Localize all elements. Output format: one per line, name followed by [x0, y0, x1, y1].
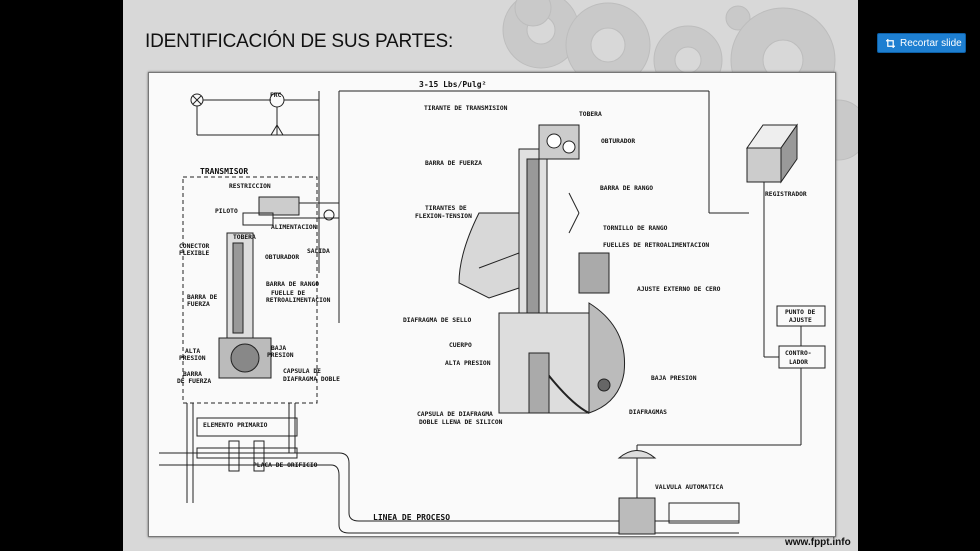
slide-title: IDENTIFICACIÓN DE SUS PARTES:	[145, 31, 454, 52]
label-retro: RETROALIMENTACION	[266, 297, 331, 304]
label-tirante-transmision: TIRANTE DE TRANSMISION	[424, 105, 508, 112]
crop-slide-label: Recortar slide	[900, 38, 962, 49]
label-contro: CONTRO-	[785, 350, 812, 357]
label-obturador: OBTURADOR	[265, 254, 299, 261]
label-conector: CONECTOR	[179, 243, 210, 250]
label-doble-silicon: DOBLE LLENA DE SILICON	[419, 419, 503, 426]
label-fuelle: FUELLE DE	[271, 290, 305, 297]
label-tobera: TOBERA	[233, 234, 256, 241]
crop-slide-button[interactable]: Recortar slide	[877, 33, 966, 53]
center-labels: TIRANTE DE TRANSMISION TOBERA OBTURADOR …	[403, 105, 721, 426]
label-tirantes-de: TIRANTES DE	[425, 205, 467, 212]
label-capsula-c: CAPSULA DE DIAFRAGMA	[417, 411, 493, 418]
label-restriccion: RESTRICCION	[229, 183, 271, 190]
label-barra2: BARRA	[183, 371, 202, 378]
left-labels: TRANSMISOR RESTRICCION PILOTO ALIMENTACI…	[177, 92, 450, 522]
label-alimentacion: ALIMENTACION	[271, 224, 317, 231]
crop-icon	[886, 39, 895, 48]
label-pressure-range: 3-15 Lbs/Pulg²	[419, 80, 486, 89]
label-flexible: FLEXIBLE	[179, 250, 210, 257]
label-presion-alta: PRESION	[179, 355, 206, 362]
label-capsula: CAPSULA DE	[283, 368, 321, 375]
right-labels: REGISTRADOR PUNTO DE AJUSTE CONTRO- LADO…	[655, 191, 816, 491]
label-diafragma-sello: DIAFRAGMA DE SELLO	[403, 317, 471, 324]
label-alta-presion-c: ALTA PRESION	[445, 360, 491, 367]
label-de-fuerza: DE FUERZA	[177, 378, 211, 385]
label-fuerza: FUERZA	[187, 301, 210, 308]
label-barra-fuerza-c: BARRA DE FUERZA	[425, 160, 482, 167]
label-punto-de: PUNTO DE	[785, 309, 816, 316]
label-tobera-c: TOBERA	[579, 111, 602, 118]
label-ajuste: AJUSTE	[789, 317, 812, 324]
label-alta: ALTA	[185, 348, 200, 355]
instrument-diagram: TRANSMISOR RESTRICCION PILOTO ALIMENTACI…	[148, 72, 836, 537]
label-ajuste-cero: AJUSTE EXTERNO DE CERO	[637, 286, 721, 293]
label-diafragma-doble: DIAFRAGMA DOBLE	[283, 376, 340, 383]
label-barra: BARRA DE	[187, 294, 218, 301]
label-baja-presion-c: BAJA PRESION	[651, 375, 697, 382]
label-lador: LADOR	[789, 359, 808, 366]
label-frc: FRC	[270, 92, 282, 99]
credit-text: www.fppt.info	[785, 537, 851, 548]
label-fuelles-retro: FUELLES DE RETROALIMENTACION	[603, 242, 709, 249]
label-valvula-automatica: VALVULA AUTOMATICA	[655, 484, 723, 491]
label-tornillo-rango: TORNILLO DE RANGO	[603, 225, 668, 232]
label-salida: SALIDA	[307, 248, 330, 255]
label-flexion-tension: FLEXION-TENSION	[415, 213, 472, 220]
label-baja: BAJA	[271, 345, 286, 352]
label-registrador: REGISTRADOR	[765, 191, 807, 198]
label-barra-rango: BARRA DE RANGO	[266, 281, 319, 288]
label-linea-proceso: LINEA DE PROCESO	[373, 513, 450, 522]
label-elemento-primario: ELEMENTO PRIMARIO	[203, 422, 268, 429]
label-obturador-c: OBTURADOR	[601, 138, 635, 145]
label-piloto: PILOTO	[215, 208, 238, 215]
label-presion-baja: PRESION	[267, 352, 294, 359]
diagram-drawing: TRANSMISOR RESTRICCION PILOTO ALIMENTACI…	[159, 80, 826, 535]
label-diafragmas: DIAFRAGMAS	[629, 409, 667, 416]
label-barra-rango-c: BARRA DE RANGO	[600, 185, 653, 192]
label-transmisor: TRANSMISOR	[200, 167, 248, 176]
label-cuerpo: CUERPO	[449, 342, 472, 349]
slide-canvas: IDENTIFICACIÓN DE SUS PARTES:	[123, 0, 858, 551]
label-placa-orificio: PLACA DE ORIFICIO	[253, 462, 318, 469]
